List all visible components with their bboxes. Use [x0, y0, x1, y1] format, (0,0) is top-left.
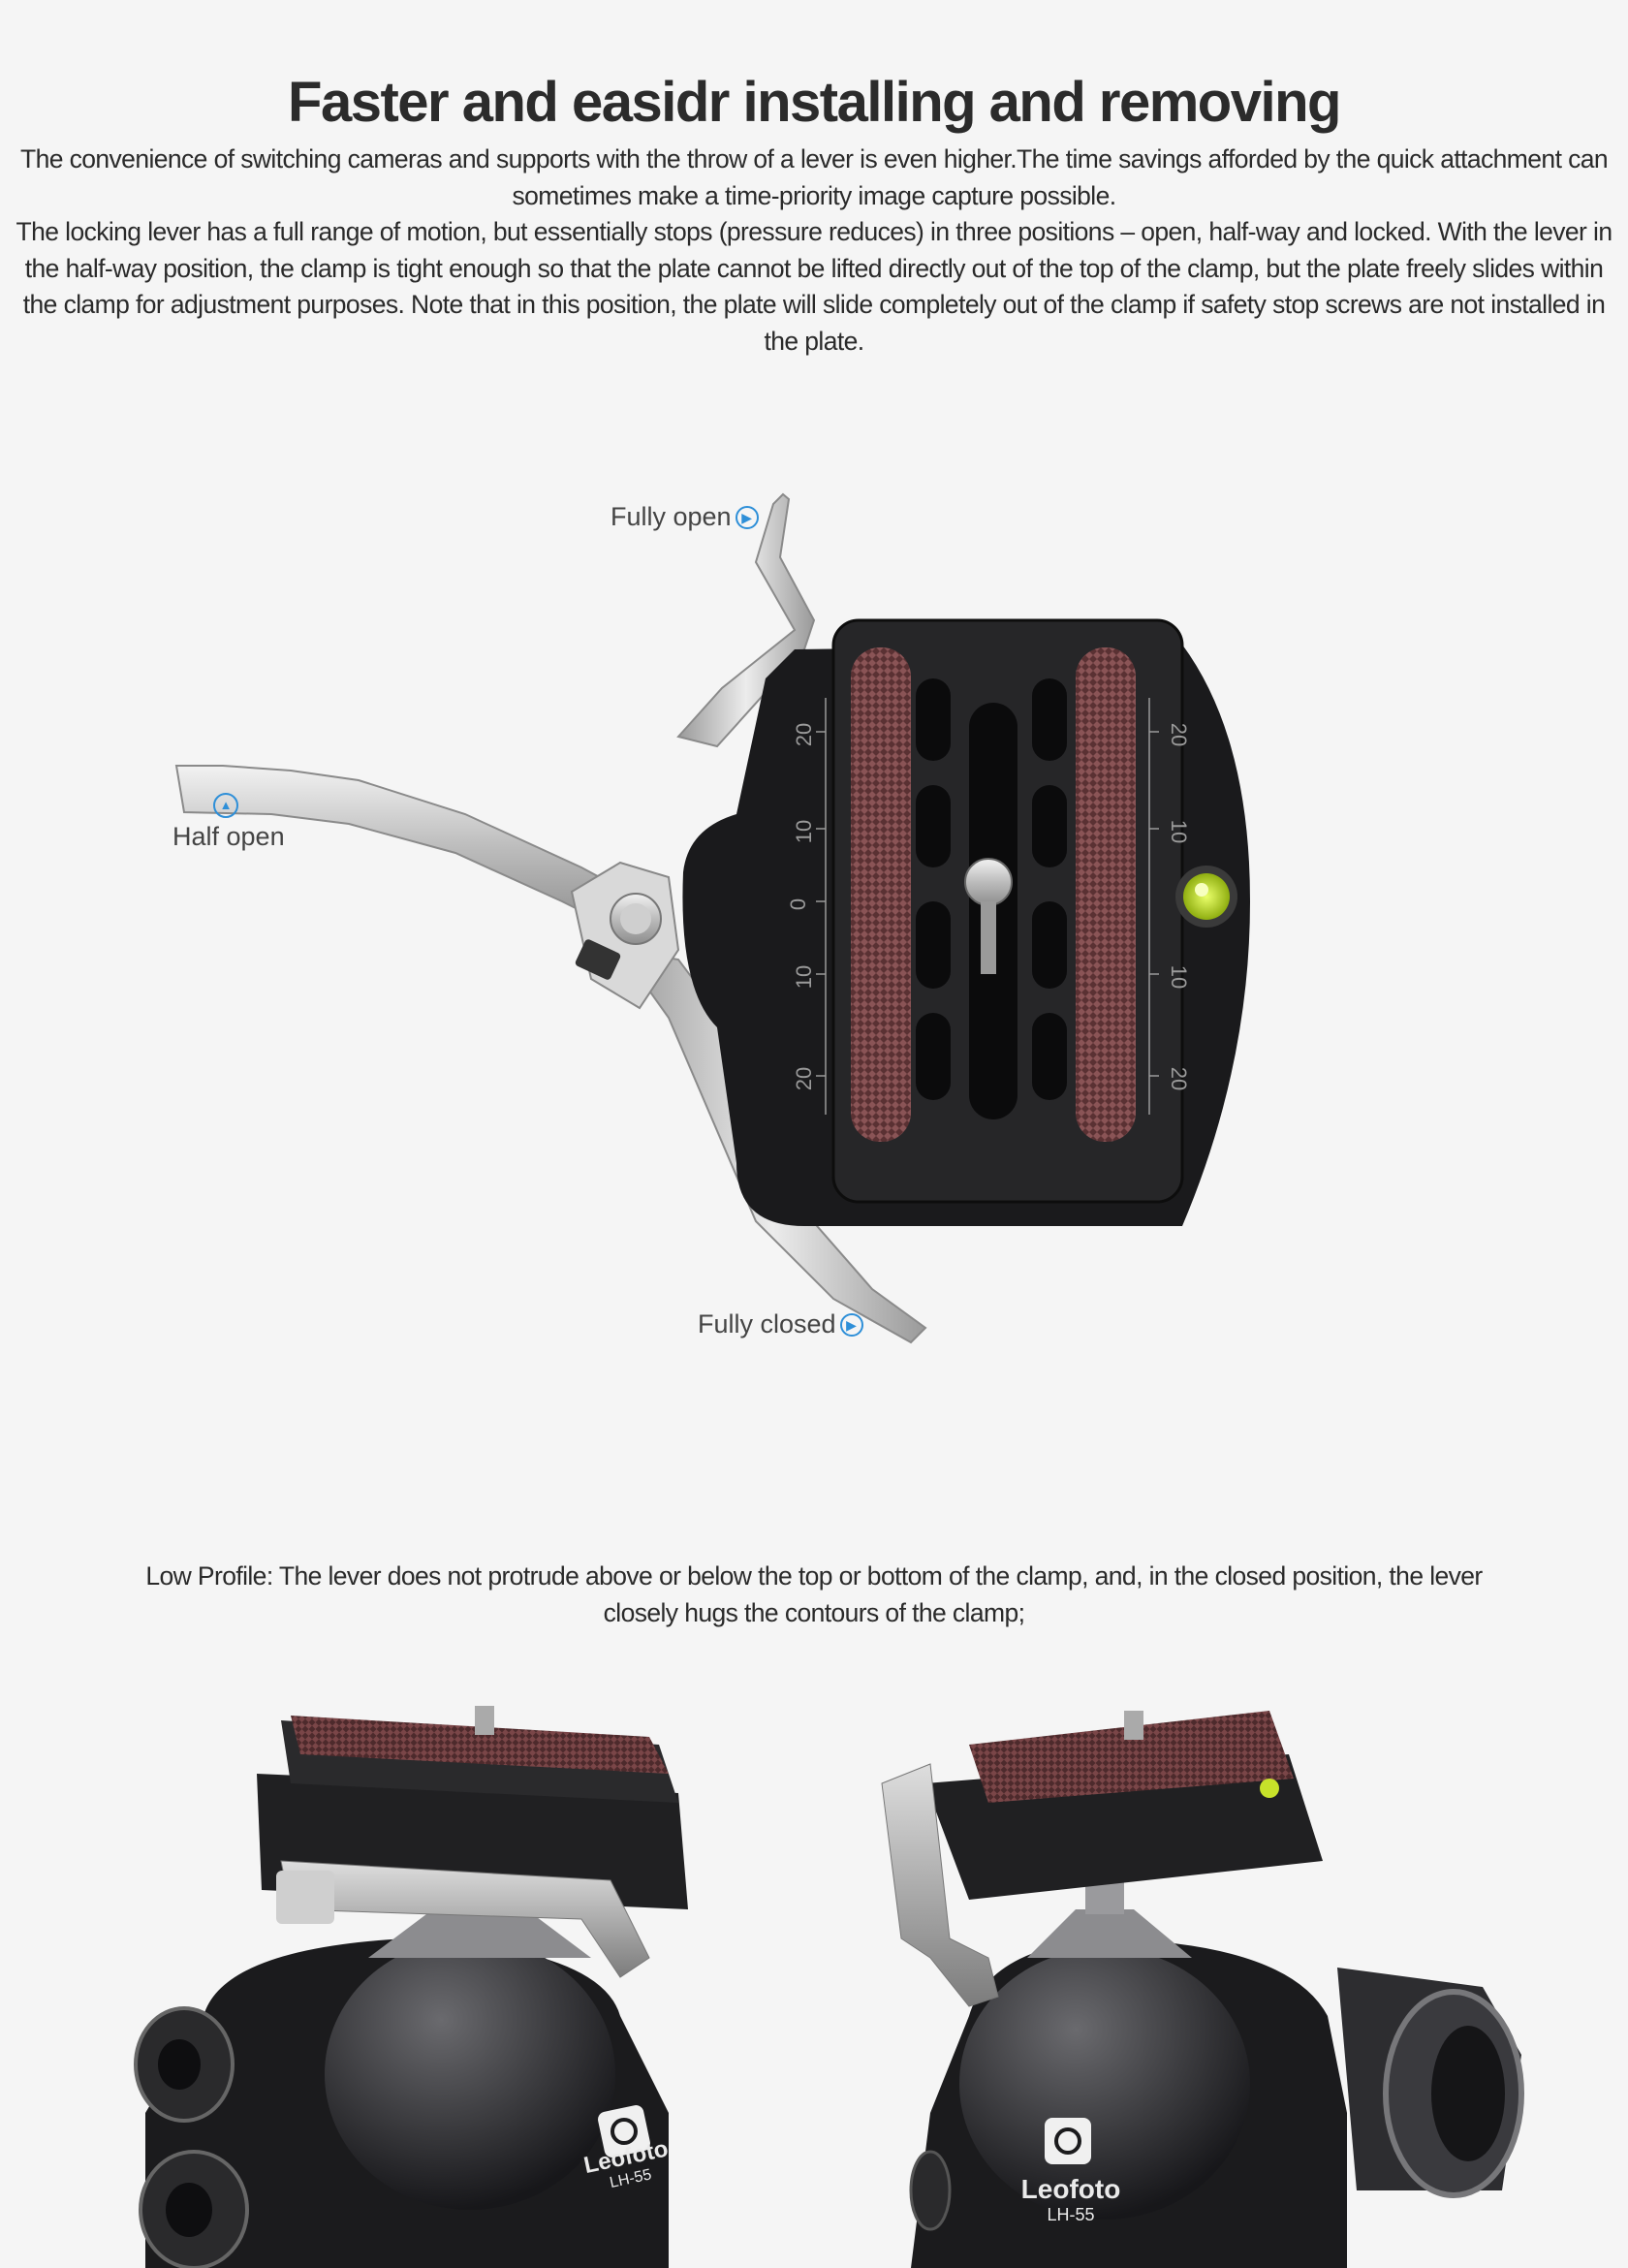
scale-mark: 0 [786, 898, 811, 911]
fully-open-label: Fully open [610, 502, 732, 531]
brand-name: Leofoto [1020, 2174, 1121, 2204]
half-open-label: Half open [172, 822, 285, 851]
ball-head-photo-left [134, 1706, 688, 2268]
rubber-pad-left [851, 647, 911, 1142]
page-title: Faster and easidr installing and removin… [288, 71, 1341, 134]
fully-closed-label: Fully closed [698, 1309, 836, 1339]
brand-label-right: Leofoto LH-55 [1018, 2174, 1124, 2225]
scale-mark: 10 [792, 819, 817, 844]
low-profile-text: Low Profile: The lever does not protrude… [145, 1561, 1483, 1627]
chevron-up-icon: ▲ [213, 793, 238, 818]
product-photos [134, 1706, 1524, 2268]
scale-left [816, 698, 827, 1115]
scale-right [1148, 698, 1159, 1115]
label-fully-open: Fully open ▶ [610, 502, 759, 532]
clamp-diagram [174, 492, 1250, 1344]
intro-text: The convenience of switching cameras and… [14, 142, 1614, 360]
label-fully-closed: Fully closed ▶ [698, 1309, 863, 1339]
chevron-right-icon: ▶ [839, 1312, 863, 1337]
mounting-screw [964, 858, 1013, 906]
scale-mark: 20 [1167, 1066, 1192, 1091]
intro-paragraph-1: The convenience of switching cameras and… [19, 144, 1609, 210]
brand-mark-right [1045, 2118, 1091, 2164]
rubber-pad-right [1076, 647, 1136, 1142]
scale-mark: 10 [792, 964, 817, 990]
intro-paragraph-2: The locking lever has a full range of mo… [16, 217, 1613, 356]
lever-fully-open [676, 492, 816, 748]
ball-head-photo-right [881, 1711, 1524, 2268]
brand-mark-left [598, 2105, 650, 2158]
scale-mark: 20 [1167, 722, 1192, 747]
scale-mark: 10 [1167, 819, 1192, 844]
scale-mark: 10 [1167, 964, 1192, 990]
label-half-open: ▲ Half open [172, 793, 285, 852]
scale-mark: 20 [792, 1066, 817, 1091]
scale-mark: 20 [792, 722, 817, 747]
model-name: LH-55 [1047, 2205, 1095, 2224]
chevron-right-icon: ▶ [735, 505, 759, 529]
